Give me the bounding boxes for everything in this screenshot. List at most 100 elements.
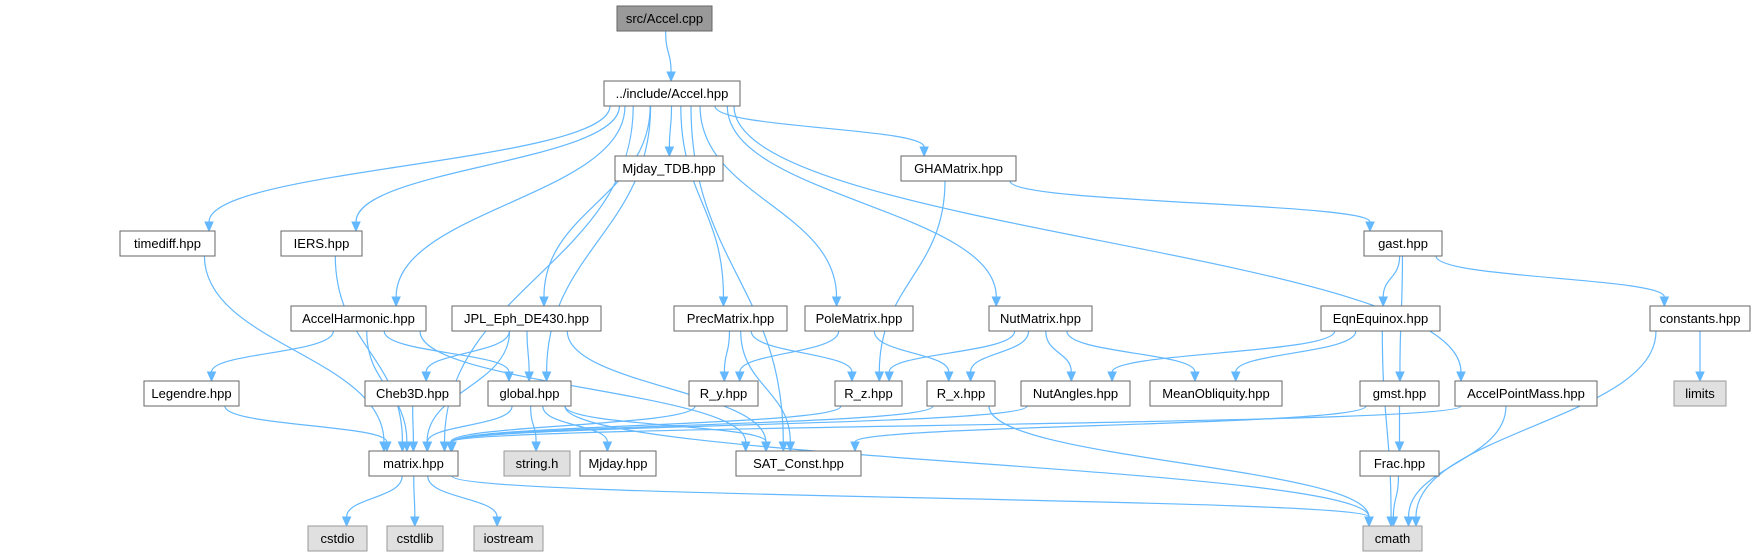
node-box-frac [1359, 450, 1440, 477]
node-jpl[interactable]: JPL_Eph_DE430.hpp [451, 305, 602, 332]
arrowhead-gast-to-eqnequinox [1378, 296, 1388, 308]
node-rx[interactable]: R_x.hpp [926, 380, 996, 407]
node-box-satconst [735, 450, 862, 477]
node-box-rx [926, 380, 996, 407]
node-box-meanobl [1149, 380, 1283, 407]
node-rz[interactable]: R_z.hpp [834, 380, 903, 407]
node-label-prec: PrecMatrix.hpp [687, 311, 774, 326]
node-label-nut: NutMatrix.hpp [1000, 311, 1081, 326]
node-ry[interactable]: R_y.hpp [688, 380, 759, 407]
node-gast[interactable]: gast.hpp [1363, 230, 1443, 257]
edge-jpl-to-matrix [426, 330, 511, 443]
arrowhead-gast-to-gmst [1395, 371, 1405, 383]
node-label-gast: gast.hpp [1378, 236, 1428, 251]
edge-accel_hpp-to-pointmass [733, 105, 1462, 373]
node-box-nut [988, 305, 1093, 332]
edge-rz-to-matrix [451, 405, 842, 443]
node-box-cstdlib [386, 525, 444, 552]
node-gha[interactable]: GHAMatrix.hpp [900, 155, 1017, 182]
node-accelharm[interactable]: AccelHarmonic.hpp [290, 305, 427, 332]
node-gmst[interactable]: gmst.hpp [1359, 380, 1440, 407]
node-label-gmst: gmst.hpp [1373, 386, 1426, 401]
node-box-stringh [503, 450, 571, 477]
edge-constants-to-cmath [1415, 330, 1657, 518]
node-global[interactable]: global.hpp [487, 380, 572, 407]
node-label-limits: limits [1685, 386, 1715, 401]
node-label-constants: constants.hpp [1660, 311, 1741, 326]
arrowhead-accel_hpp-to-nut [991, 296, 1002, 308]
node-accel_hpp[interactable]: ../include/Accel.hpp [603, 80, 741, 107]
node-label-meanobl: MeanObliquity.hpp [1162, 386, 1269, 401]
node-meanobl[interactable]: MeanObliquity.hpp [1149, 380, 1283, 407]
arrowhead-accel_hpp-to-matrix [439, 441, 450, 453]
arrowhead-matrix-to-iostream [492, 516, 502, 528]
node-matrix[interactable]: matrix.hpp [368, 450, 459, 477]
node-legendre[interactable]: Legendre.hpp [143, 380, 240, 407]
edge-gha-to-rz [878, 180, 946, 373]
node-label-cmath: cmath [1375, 531, 1410, 546]
node-box-pointmass [1454, 380, 1598, 407]
edge-accel_hpp-to-mjday_tdb [668, 105, 673, 148]
arrowhead-pole-to-rx [943, 371, 954, 383]
arrowhead-nut-to-nutangles [1066, 371, 1077, 383]
node-box-cheb3d [364, 380, 461, 407]
node-box-legendre [143, 380, 240, 407]
node-box-rz [834, 380, 903, 407]
arrowhead-accel_hpp-to-jpl [539, 296, 549, 308]
arrowhead-nut-to-rz [884, 371, 894, 383]
edge-matrix-to-iostream [427, 475, 498, 518]
node-nut[interactable]: NutMatrix.hpp [988, 305, 1093, 332]
node-box-matrix [368, 450, 459, 477]
arrowhead-prec-to-rz [847, 371, 857, 383]
node-mjday[interactable]: Mjday.hpp [579, 450, 657, 477]
node-box-cmath [1362, 525, 1423, 552]
node-label-jpl: JPL_Eph_DE430.hpp [464, 311, 589, 326]
edge-prec-to-rz [750, 330, 853, 373]
edge-accel_hpp-to-gha [714, 105, 925, 148]
edge-accel_hpp-to-prec [680, 105, 725, 298]
node-cheb3d[interactable]: Cheb3D.hpp [364, 380, 461, 407]
arrowhead-matrix-to-cmath [1364, 516, 1374, 528]
edge-accel_hpp-to-pole [699, 105, 838, 298]
arrowhead-global-to-matrix [422, 441, 433, 453]
arrowhead-accel_hpp-to-gha [919, 146, 929, 158]
arrowhead-nut-to-meanobl [1190, 371, 1200, 383]
arrowhead-global-to-stringh [531, 441, 541, 453]
node-label-gha: GHAMatrix.hpp [914, 161, 1003, 176]
node-label-cstdlib: cstdlib [397, 531, 434, 546]
node-frac[interactable]: Frac.hpp [1359, 450, 1440, 477]
node-box-mjday_tdb [614, 155, 724, 182]
node-prec[interactable]: PrecMatrix.hpp [673, 305, 788, 332]
node-satconst[interactable]: SAT_Const.hpp [735, 450, 862, 477]
node-box-cstdio [307, 525, 368, 552]
node-constants[interactable]: constants.hpp [1649, 305, 1751, 332]
node-box-constants [1649, 305, 1751, 332]
edge-accel_hpp-to-accelharm [395, 105, 626, 298]
node-pointmass[interactable]: AccelPointMass.hpp [1454, 380, 1598, 407]
node-limits: limits [1673, 380, 1727, 407]
edge-global-to-matrix [426, 405, 513, 443]
node-box-gast [1363, 230, 1443, 257]
edge-accel_hpp-to-iers [355, 105, 621, 223]
node-mjday_tdb[interactable]: Mjday_TDB.hpp [614, 155, 724, 182]
arrowhead-prec-to-satconst [785, 441, 796, 453]
node-label-pole: PoleMatrix.hpp [816, 311, 903, 326]
node-accel_cpp[interactable]: src/Accel.cpp [616, 5, 713, 32]
node-box-iostream [473, 525, 544, 552]
node-eqnequinox[interactable]: EqnEquinox.hpp [1320, 305, 1441, 332]
node-box-pole [804, 305, 914, 332]
node-label-nutangles: NutAngles.hpp [1033, 386, 1118, 401]
node-iers[interactable]: IERS.hpp [280, 230, 363, 257]
node-cstdlib: cstdlib [386, 525, 444, 552]
arrowhead-gha-to-gast [1365, 221, 1375, 233]
edge-frac-to-cmath [1392, 475, 1400, 518]
node-box-timediff [119, 230, 216, 257]
node-timediff[interactable]: timediff.hpp [119, 230, 216, 257]
edge-matrix-to-cstdlib [413, 475, 416, 518]
node-label-stringh: string.h [516, 456, 559, 471]
node-label-cstdio: cstdio [321, 531, 355, 546]
node-pole[interactable]: PoleMatrix.hpp [804, 305, 914, 332]
node-nutangles[interactable]: NutAngles.hpp [1020, 380, 1131, 407]
arrowhead-eqnequinox-to-nutangles [1107, 371, 1117, 383]
edge-accel_hpp-to-jpl [543, 105, 651, 298]
